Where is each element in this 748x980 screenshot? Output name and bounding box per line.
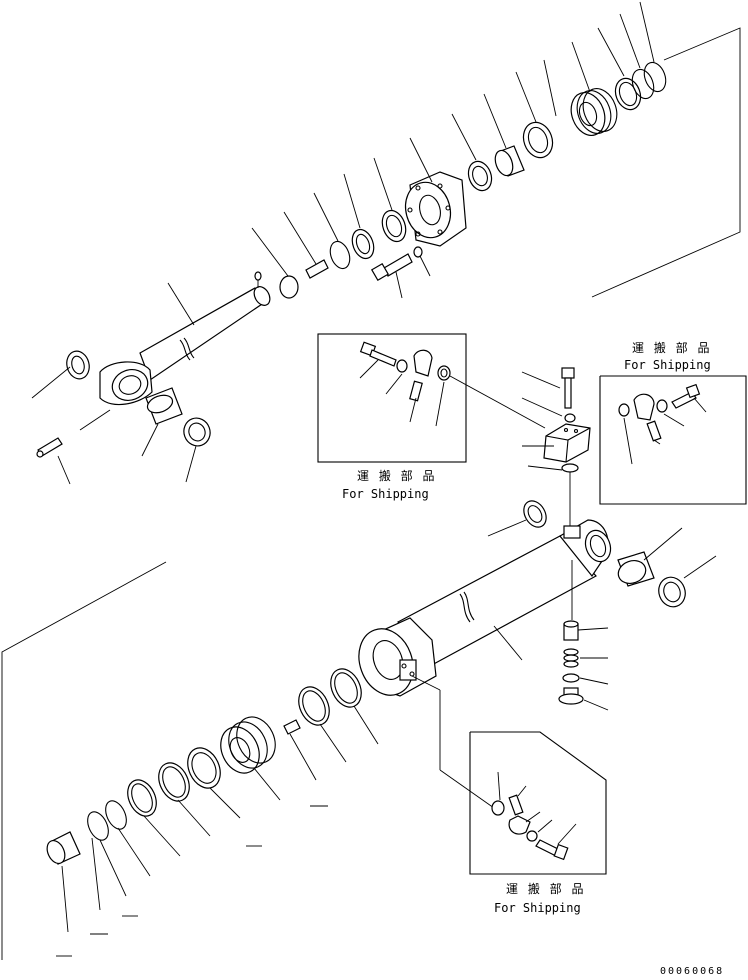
washer-head <box>413 246 423 258</box>
block-bolt <box>561 367 575 409</box>
shipping-bolt-2 <box>671 383 701 409</box>
bushing-head <box>494 145 525 177</box>
valve-block <box>521 367 591 526</box>
seal-1 <box>381 209 407 243</box>
ring-l3 <box>187 747 221 789</box>
rod-assembly <box>31 1 741 485</box>
seal-ring-upper <box>183 417 211 447</box>
buffer-seal <box>522 121 554 159</box>
ring-l5 <box>127 779 157 817</box>
block-oring <box>561 463 579 473</box>
leader-lines-lower <box>56 519 717 957</box>
shipping-box-3-en-label: For Shipping <box>494 901 581 915</box>
shipping-box-3: 運 搬 部 品 For Shipping <box>411 675 607 915</box>
pin-small <box>283 719 301 735</box>
wear-ring-1 <box>614 77 642 111</box>
tube-assembly <box>1 500 717 960</box>
shipping-bolt-3 <box>535 839 569 861</box>
shipping-box-3-jp-label: 運 搬 部 品 <box>506 881 586 896</box>
seal-ring-tube <box>658 576 686 608</box>
shipping-box-1: 運 搬 部 品 For Shipping <box>317 333 546 501</box>
lock-washer <box>279 275 299 299</box>
shipping-box-2-en-label: For Shipping <box>624 358 711 372</box>
ring-l6 <box>105 800 127 830</box>
dust-seal-tube <box>523 500 547 528</box>
plug-fitting <box>558 687 584 705</box>
leader-lines-upper <box>31 1 655 485</box>
outline-line-upper <box>591 27 741 298</box>
bushing-end <box>46 831 81 865</box>
piston <box>570 88 618 136</box>
rod-eye <box>99 361 153 406</box>
shipping-bolt-1 <box>359 341 397 367</box>
cylinder-head-lower <box>358 617 437 697</box>
ring-l1 <box>330 668 362 708</box>
shipping-box-2-jp-label: 運 搬 部 品 <box>632 340 712 355</box>
cylinder-head <box>404 171 467 247</box>
rod-seal <box>467 160 493 192</box>
head-bolt <box>370 253 413 282</box>
wear-ring-3 <box>643 61 667 93</box>
snap-ring-1 <box>329 240 351 270</box>
shipping-box-2: 運 搬 部 品 For Shipping <box>599 340 747 505</box>
ring-l4 <box>158 762 190 802</box>
union-oring <box>562 673 580 683</box>
tube-eye <box>559 519 612 578</box>
set-screw <box>305 259 329 279</box>
elbow-fitting <box>563 620 579 641</box>
shipping-box-1-jp-label: 運 搬 部 品 <box>357 468 437 483</box>
piston-lower <box>220 716 276 774</box>
shipping-box-1-en-label: For Shipping <box>342 487 429 501</box>
drawing-code: 00060068 <box>660 966 724 977</box>
wear-ring-2 <box>631 68 655 100</box>
piston-rod <box>139 271 271 381</box>
backup-ring-1 <box>351 228 375 260</box>
union-fitting <box>563 648 579 668</box>
bushing-upper <box>145 387 183 425</box>
dust-seal-left <box>66 350 90 380</box>
outline-line-lower <box>1 561 167 960</box>
bushing-tube <box>617 551 655 587</box>
ring-l7 <box>87 811 109 841</box>
ring-l2 <box>298 686 330 726</box>
grease-fitting-upper <box>36 437 63 458</box>
